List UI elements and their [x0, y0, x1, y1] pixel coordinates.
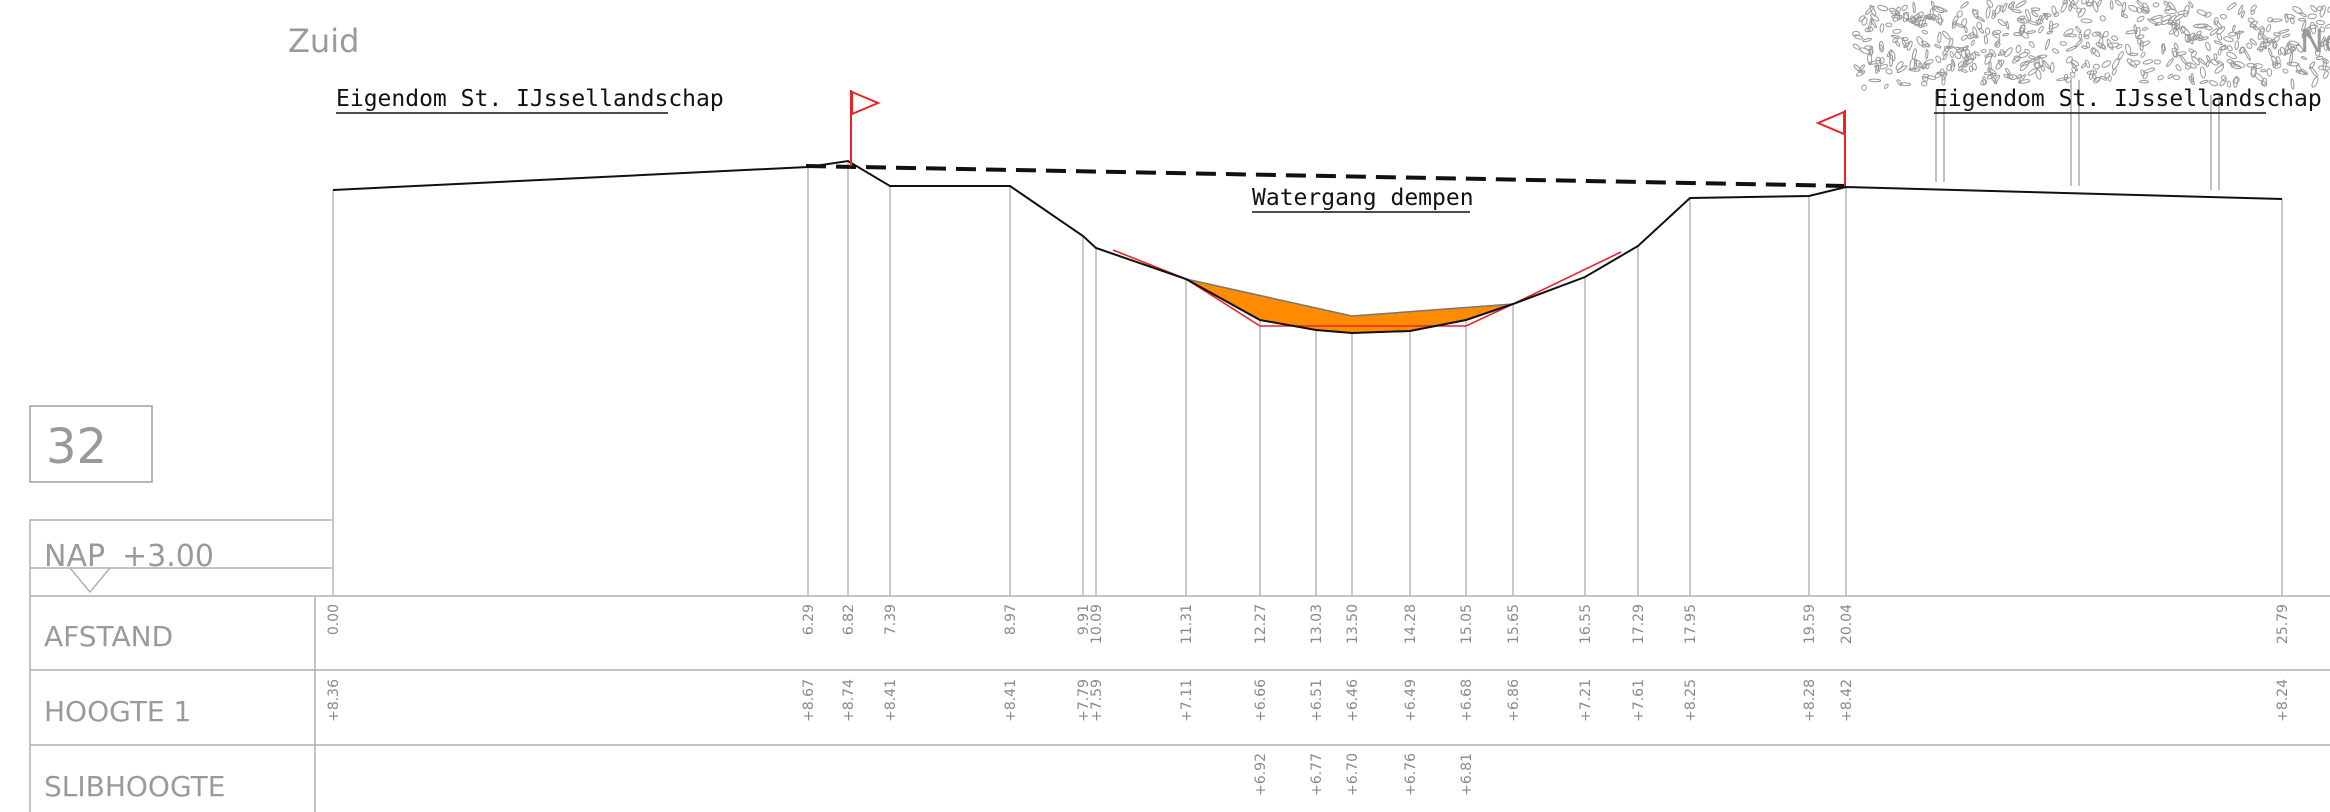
afstand-value: 15.05 [1459, 604, 1475, 644]
hoogte-value: +7.11 [1179, 679, 1195, 722]
property-left-label: Eigendom St. IJssellandschap [336, 86, 724, 112]
profile-number-box [29, 405, 153, 483]
hoogte-value: +7.79 [1076, 679, 1092, 722]
row-label-afstand: AFSTAND [44, 620, 173, 653]
nap-value: +3.00 [122, 539, 214, 574]
hoogte-value: +6.49 [1403, 679, 1419, 722]
afstand-value: 9.91 [1076, 604, 1092, 635]
data-table [29, 595, 2330, 812]
afstand-value: 6.29 [801, 604, 817, 635]
afstand-value: 16.55 [1578, 604, 1594, 644]
nap-marker-icon [69, 567, 111, 594]
hoogte-value: +7.59 [1089, 679, 1105, 722]
hoogte-value: +8.41 [1003, 679, 1019, 722]
afstand-value: 13.50 [1345, 604, 1361, 644]
slibhoogte-value: +6.77 [1309, 753, 1325, 796]
afstand-value: 17.29 [1631, 604, 1647, 644]
afstand-value: 8.97 [1003, 604, 1019, 635]
direction-right-label: No [2300, 22, 2330, 60]
afstand-value: 6.82 [841, 604, 857, 635]
hoogte-value: +6.86 [1506, 679, 1522, 722]
afstand-value: 20.04 [1839, 604, 1855, 644]
slibhoogte-value: +6.70 [1345, 753, 1361, 796]
hoogte-value: +8.67 [801, 679, 817, 722]
hoogte-value: +7.61 [1631, 679, 1647, 722]
afstand-value: 0.00 [326, 604, 342, 635]
hoogte-value: +8.36 [326, 679, 342, 722]
tree-icon [1851, 0, 2330, 190]
hoogte-value: +8.74 [841, 679, 857, 722]
hoogte-value: +6.66 [1253, 679, 1269, 722]
profile-number: 32 [46, 419, 107, 475]
afstand-value: 15.65 [1506, 604, 1522, 644]
afstand-value: 12.27 [1253, 604, 1269, 644]
afstand-value: 10.09 [1089, 604, 1105, 644]
afstand-value: 25.79 [2275, 604, 2291, 644]
afstand-value: 13.03 [1309, 604, 1325, 644]
flag-icon [850, 90, 881, 166]
nap-label: NAP [44, 539, 105, 574]
slibhoogte-value: +6.81 [1459, 753, 1475, 796]
hoogte-value: +8.41 [883, 679, 899, 722]
slibhoogte-value: +6.92 [1253, 753, 1269, 796]
hoogte-value: +8.25 [1683, 679, 1699, 722]
annotation-label: Watergang dempen [1252, 185, 1474, 211]
terrain-profile-line [332, 159, 2283, 335]
station-lines [332, 161, 2283, 596]
hoogte-value: +8.28 [1802, 679, 1818, 722]
slibhoogte-value: +6.76 [1403, 753, 1419, 796]
nap-box [29, 519, 332, 596]
afstand-value: 11.31 [1179, 604, 1195, 644]
hoogte-value: +7.21 [1578, 679, 1594, 722]
afstand-value: 7.39 [883, 604, 899, 635]
direction-left-label: Zuid [288, 22, 359, 60]
property-right-label: Eigendom St. IJssellandschap [1934, 86, 2322, 112]
hoogte-value: +8.42 [1839, 679, 1855, 722]
afstand-value: 19.59 [1802, 604, 1818, 644]
hoogte-value: +6.46 [1345, 679, 1361, 722]
flag-icon [1815, 110, 1846, 186]
hoogte-value: +6.68 [1459, 679, 1475, 722]
row-label-hoogte: HOOGTE 1 [44, 695, 191, 728]
row-label-slibhoogte: SLIBHOOGTE [44, 770, 225, 803]
hoogte-value: +8.24 [2275, 679, 2291, 722]
afstand-value: 17.95 [1683, 604, 1699, 644]
hoogte-value: +6.51 [1309, 679, 1325, 722]
afstand-value: 14.28 [1403, 604, 1419, 644]
table-values: 0.00 +8.36 6.29 +8.67 6.82 +8.74 7.39 +8.41 8.97… [326, 604, 2291, 796]
dempen-dashed-line [805, 164, 1849, 188]
